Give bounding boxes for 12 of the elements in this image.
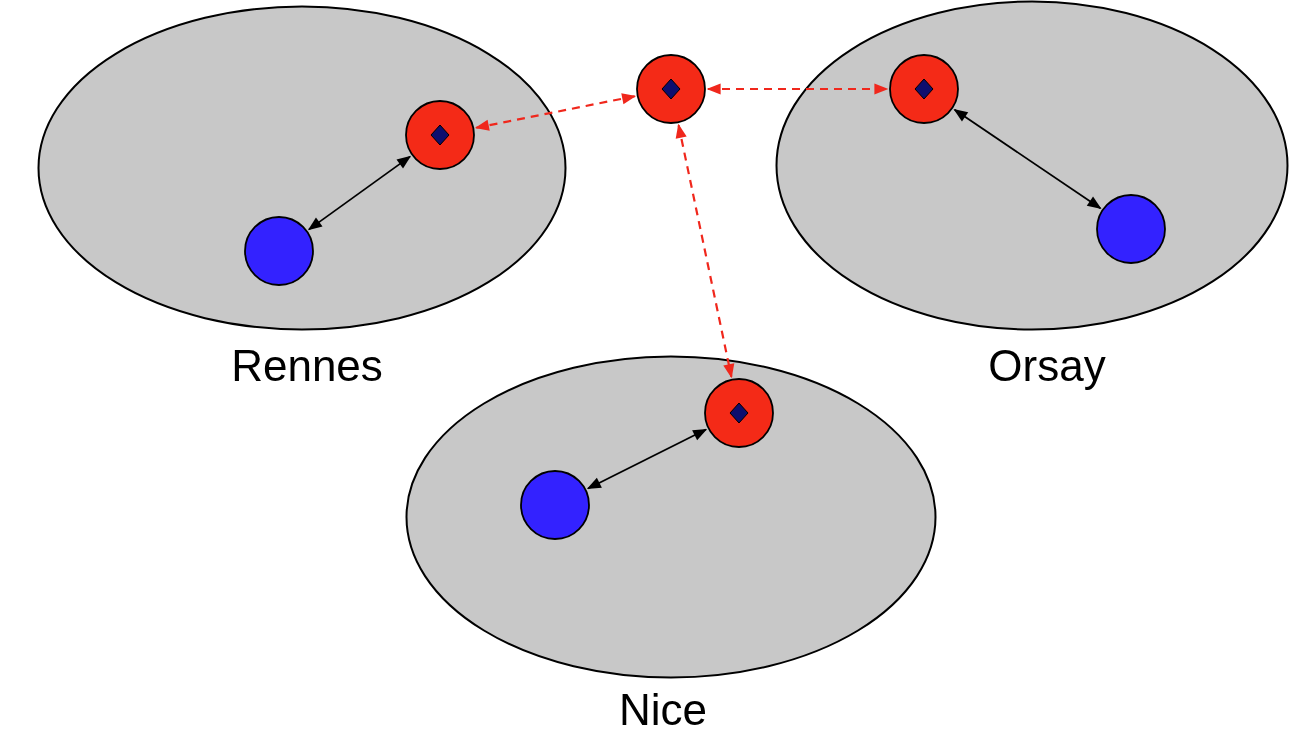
dashed-arrow <box>675 123 735 379</box>
region-label: Orsay <box>988 344 1106 388</box>
region-label: Nice <box>619 688 707 732</box>
node-circle <box>520 470 590 540</box>
region-label: Rennes <box>231 344 383 388</box>
node-circle <box>244 216 314 286</box>
arrow <box>953 108 1102 210</box>
arrow <box>586 428 708 490</box>
node-circle <box>1096 194 1166 264</box>
dashed-arrow <box>474 93 637 131</box>
dashed-arrow <box>706 83 889 95</box>
arrow <box>307 155 412 231</box>
